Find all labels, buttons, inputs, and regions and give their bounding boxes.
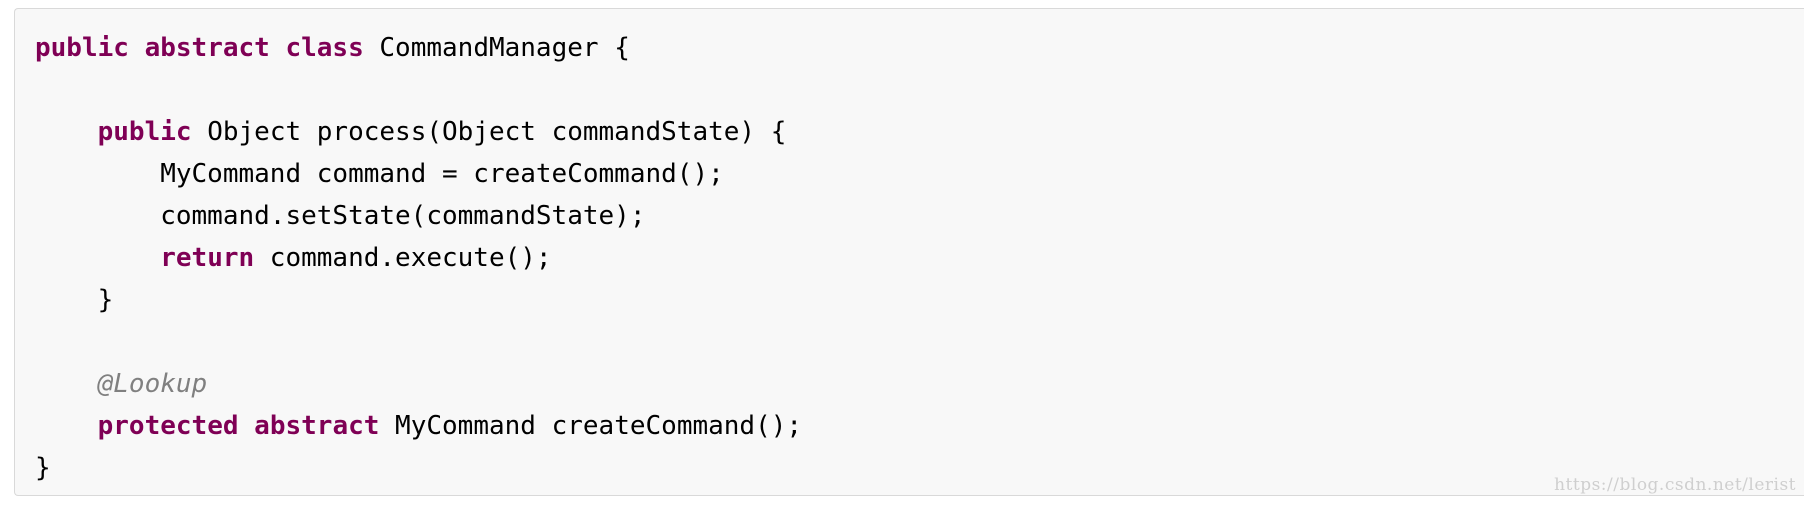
- code-keyword: class: [285, 33, 364, 63]
- code-text: Object process(Object commandState) {: [191, 117, 787, 147]
- code-text: [35, 117, 98, 147]
- code-text: [35, 243, 160, 273]
- code-text: MyCommand createCommand();: [379, 411, 803, 441]
- code-text: [35, 369, 98, 399]
- code-keyword: public: [35, 33, 129, 63]
- code-line: MyCommand command = createCommand();: [35, 153, 802, 195]
- code-text: [270, 33, 286, 63]
- code-text: [239, 411, 255, 441]
- code-line: protected abstract MyCommand createComma…: [35, 405, 802, 447]
- code-text: command.setState(commandState);: [35, 201, 646, 231]
- code-line: @Lookup: [35, 363, 802, 405]
- code-line: public abstract class CommandManager {: [35, 27, 802, 69]
- code-text: CommandManager {: [363, 33, 630, 63]
- code-text: }: [35, 285, 114, 315]
- code-content: public abstract class CommandManager { p…: [35, 27, 802, 489]
- code-text: [35, 411, 98, 441]
- code-line: return command.execute();: [35, 237, 802, 279]
- code-line: public Object process(Object commandStat…: [35, 111, 802, 153]
- code-text: MyCommand command = createCommand();: [35, 159, 724, 189]
- code-block: public abstract class CommandManager { p…: [14, 8, 1804, 496]
- code-keyword: return: [160, 243, 255, 273]
- code-text: }: [35, 453, 51, 483]
- code-line: [35, 321, 802, 363]
- code-keyword: protected: [97, 411, 239, 441]
- code-annotation: @Lookup: [97, 369, 208, 399]
- code-line: }: [35, 447, 802, 489]
- code-line: }: [35, 279, 802, 321]
- code-line: [35, 69, 802, 111]
- code-text: [129, 33, 145, 63]
- watermark: https://blog.csdn.net/lerist: [1554, 475, 1796, 495]
- code-keyword: abstract: [144, 33, 270, 63]
- code-keyword: public: [97, 117, 192, 147]
- code-text: command.execute();: [254, 243, 552, 273]
- code-keyword: abstract: [254, 411, 380, 441]
- code-line: command.setState(commandState);: [35, 195, 802, 237]
